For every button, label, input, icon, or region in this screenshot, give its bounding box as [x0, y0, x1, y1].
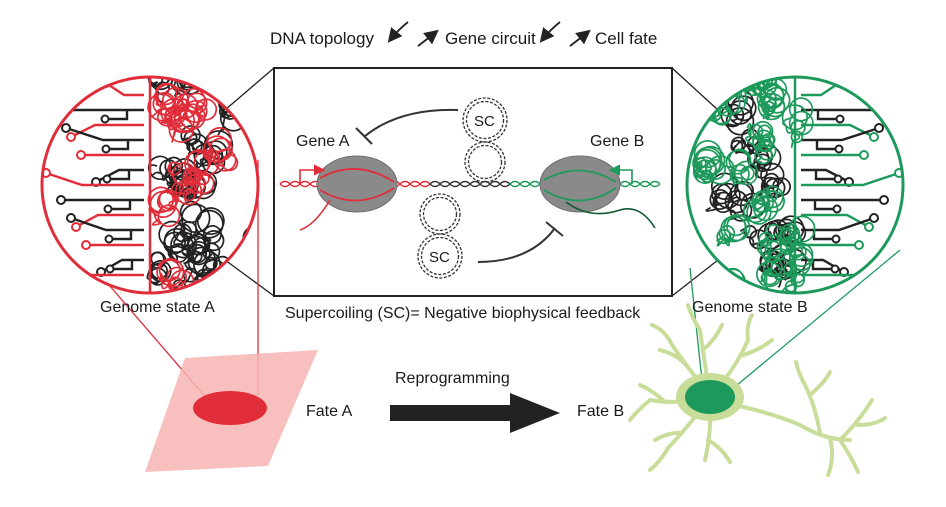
neuron-nucleus	[685, 380, 735, 414]
gene-b-promoter-arrow-icon	[608, 164, 633, 184]
header-gene-circuit: Gene circuit	[445, 29, 536, 48]
gene-b-transcript	[565, 201, 656, 229]
inhibition-bottom-icon	[477, 221, 564, 263]
plectoneme-bottom	[417, 193, 463, 279]
gene-a-polymerase	[316, 155, 398, 213]
fate-b-label: Fate B	[577, 403, 624, 420]
fate-a-label: Fate A	[306, 403, 353, 420]
exchange-arrows-2-icon	[539, 21, 591, 47]
fibroblast-nucleus	[193, 391, 267, 425]
sc-bottom-label: SC	[429, 249, 450, 266]
gene-a-transcript	[299, 199, 331, 231]
sc-top-label: SC	[474, 113, 495, 130]
gene-a-promoter-arrow-icon	[299, 164, 326, 184]
reprogramming-arrow-icon	[390, 393, 560, 433]
reprogramming-label: Reprogramming	[395, 370, 510, 387]
genome-state-a-label: Genome state A	[100, 299, 215, 316]
panel-caption: Supercoiling (SC)= Negative biophysical …	[285, 305, 641, 322]
gene-b-label: Gene B	[590, 133, 644, 150]
gene-b-polymerase	[539, 155, 621, 213]
plectoneme-top	[462, 97, 508, 183]
inhibition-top-icon	[355, 108, 459, 145]
header-cell-fate: Cell fate	[595, 29, 657, 48]
neuron-cell	[628, 303, 887, 477]
gene-a-label: Gene A	[296, 133, 350, 150]
genome-state-b-circle	[685, 75, 905, 295]
exchange-arrows-1-icon	[387, 21, 439, 47]
genome-state-b-label: Genome state B	[692, 299, 808, 316]
genome-state-a-circle	[40, 75, 260, 295]
dna-strand-dark	[429, 180, 511, 188]
header-dna-topology: DNA topology	[270, 29, 374, 48]
